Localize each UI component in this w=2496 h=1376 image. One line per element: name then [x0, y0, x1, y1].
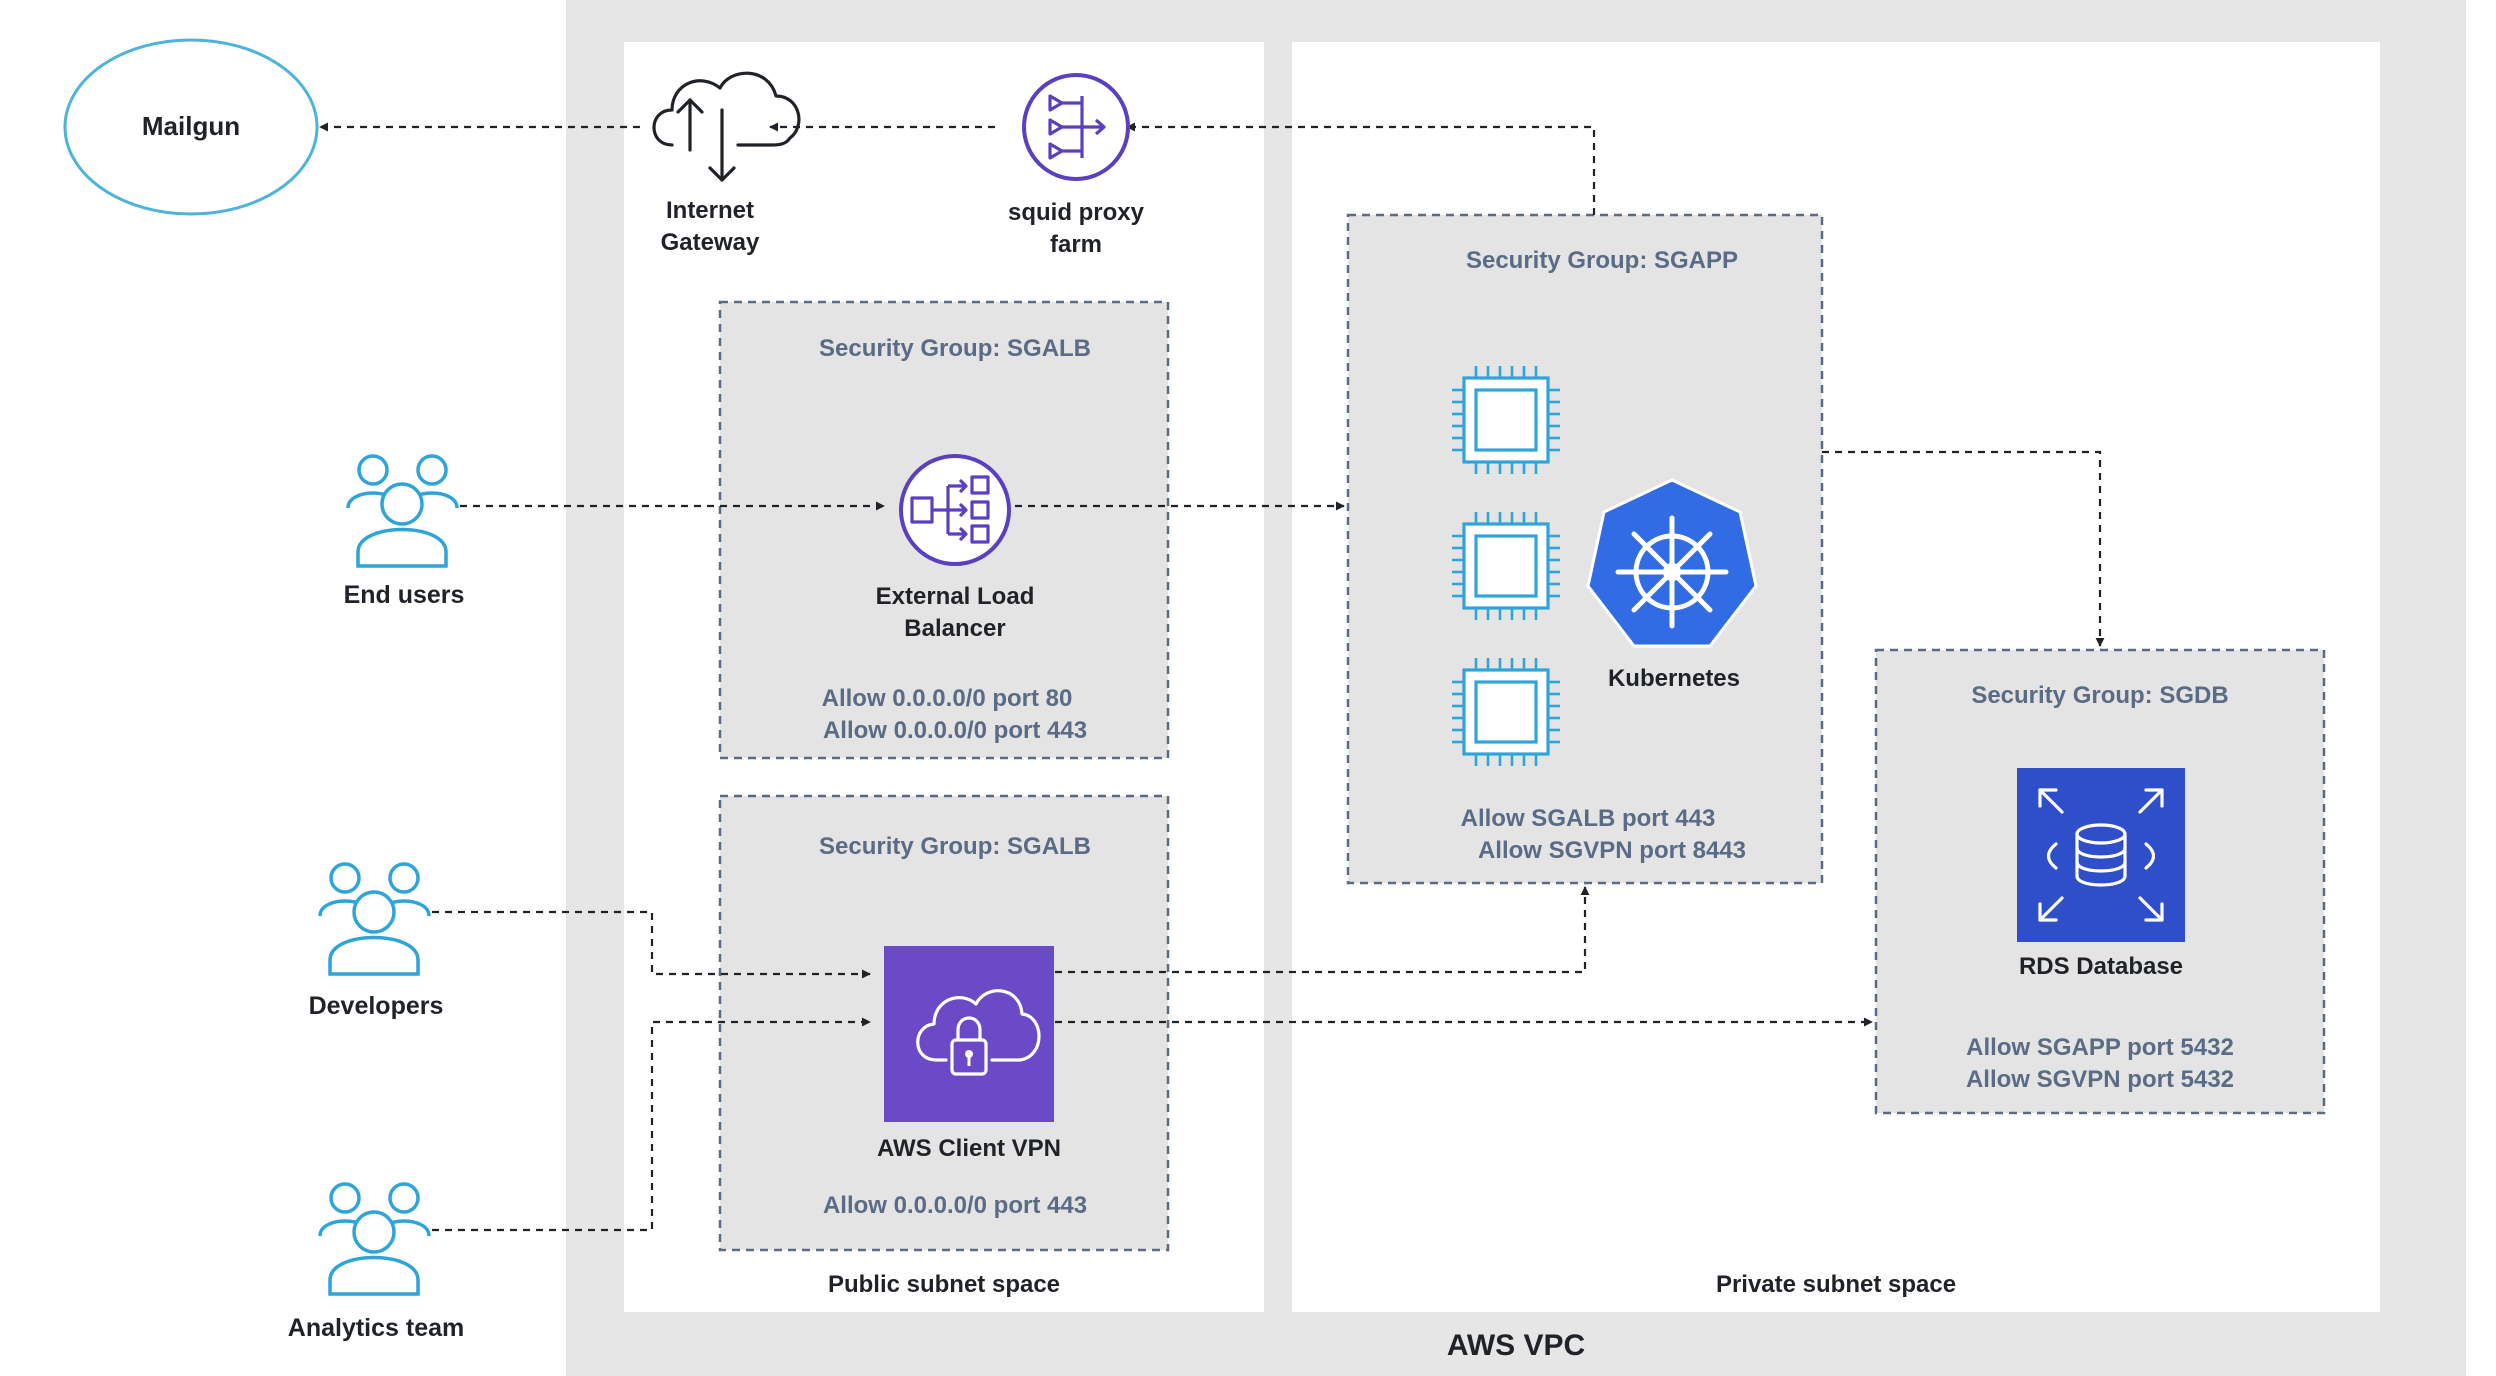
mailgun-node — [63, 38, 319, 216]
users-group-icon — [318, 862, 431, 976]
end-users-label: End users — [344, 581, 465, 609]
compute-chip-icon — [1452, 512, 1560, 620]
gateway-label-line2: Gateway — [661, 229, 760, 256]
sg-sgapp-rule: Allow SGVPN port 8443 — [1478, 837, 1746, 864]
vpn-label: AWS Client VPN — [877, 1135, 1061, 1162]
arrow-developers-to-vpn — [432, 910, 871, 979]
arrow-analytics-to-vpn — [432, 1017, 871, 1232]
sg-sgalb-lb — [718, 300, 1170, 760]
lb-label-line1: External Load — [876, 583, 1035, 610]
analytics-label: Analytics team — [288, 1314, 464, 1342]
squid-label-line1: squid proxy — [1008, 199, 1145, 226]
sg-sgalb-vpn-rule: Allow 0.0.0.0/0 port 443 — [823, 1192, 1087, 1219]
arrow-sgapp-to-sgdb — [1822, 450, 2105, 647]
users-group-icon — [346, 454, 459, 568]
private-subnet-label: Private subnet space — [1716, 1271, 1956, 1298]
lb-label-line2: Balancer — [904, 615, 1005, 642]
developers-label: Developers — [309, 992, 444, 1020]
rds-label: RDS Database — [2019, 953, 2183, 980]
sg-sgalb-vpn-title: Security Group: SGALB — [819, 833, 1091, 860]
arrow-sgapp-to-squid — [1126, 122, 1596, 215]
compute-chip-icon — [1452, 366, 1560, 474]
rds-database-icon — [2017, 768, 2185, 942]
users-group-icon — [318, 1182, 431, 1296]
gateway-label-line1: Internet — [666, 197, 754, 224]
vpc-label: AWS VPC — [1447, 1329, 1585, 1362]
sg-sgapp — [1346, 213, 1824, 885]
network-firewall-icon — [1022, 73, 1130, 181]
sg-sgdb-rule: Allow SGAPP port 5432 — [1966, 1034, 2234, 1061]
sg-sgapp-title: Security Group: SGAPP — [1466, 247, 1738, 274]
kubernetes-label: Kubernetes — [1608, 665, 1740, 692]
public-subnet-label: Public subnet space — [828, 1271, 1060, 1298]
kubernetes-icon — [1586, 478, 1758, 648]
mailgun-label: Mailgun — [142, 111, 240, 141]
sg-sgalb-lb-title: Security Group: SGALB — [819, 335, 1091, 362]
sg-sgapp-rule: Allow SGALB port 443 — [1461, 805, 1716, 832]
squid-label-line2: farm — [1050, 231, 1102, 258]
arrow-vpn-to-sgapp — [1042, 886, 1590, 974]
sg-sgalb-lb-rule: Allow 0.0.0.0/0 port 80 — [822, 685, 1073, 712]
compute-chip-icon — [1452, 658, 1560, 766]
sg-sgdb-title: Security Group: SGDB — [1971, 682, 2228, 709]
cloud-upload-download-icon — [652, 71, 801, 182]
client-vpn-icon — [884, 946, 1054, 1122]
sg-sgdb-rule: Allow SGVPN port 5432 — [1966, 1066, 2234, 1093]
sg-sgalb-lb-rule: Allow 0.0.0.0/0 port 443 — [823, 717, 1087, 744]
load-balancer-icon — [899, 454, 1011, 566]
